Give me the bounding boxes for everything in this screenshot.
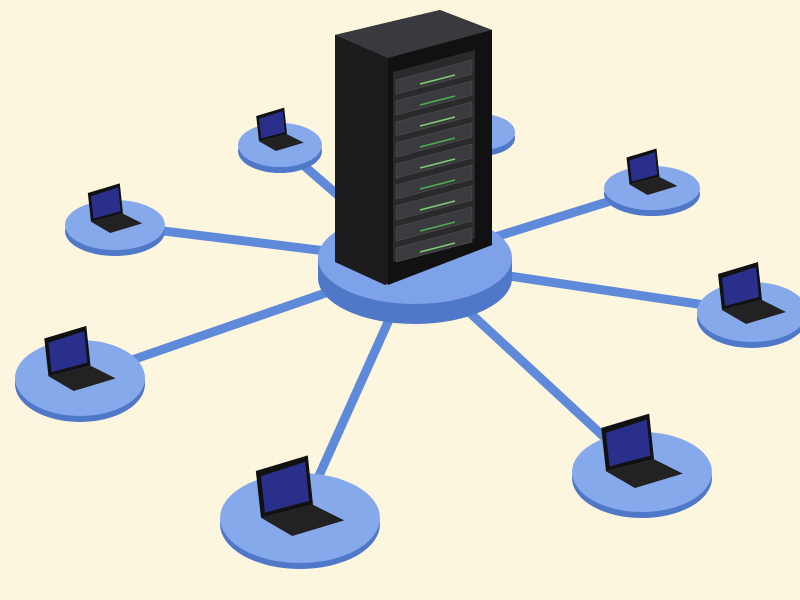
server-unit [395,122,473,158]
server-led [419,137,456,148]
server-unit [395,227,473,263]
server-unit [395,101,473,137]
server-unit [395,80,473,116]
laptop-icon [87,183,143,233]
server-led [419,179,456,190]
laptop-icon [718,262,786,324]
client-node [220,455,380,569]
client-node [15,325,145,422]
laptop-icon [256,107,304,151]
nodes [15,107,800,569]
laptop-icon [601,413,683,488]
client-node [572,413,712,518]
server-rack-icon [335,10,492,285]
server-led [419,74,456,85]
client-node [697,262,800,348]
server-unit [395,143,473,179]
server-led [419,221,456,232]
server-unit [395,59,473,95]
server-unit [395,206,473,242]
server-led [419,200,456,211]
client-node [604,148,700,216]
server-led [419,116,456,127]
laptop-icon [44,325,116,391]
laptop-icon [255,455,345,536]
client-node [65,183,165,256]
server-unit [395,185,473,221]
server-led [419,95,456,106]
laptop-icon [626,148,678,195]
server-led [419,158,456,169]
client-node [238,107,322,173]
server-led [419,242,456,253]
server-unit [395,164,473,200]
